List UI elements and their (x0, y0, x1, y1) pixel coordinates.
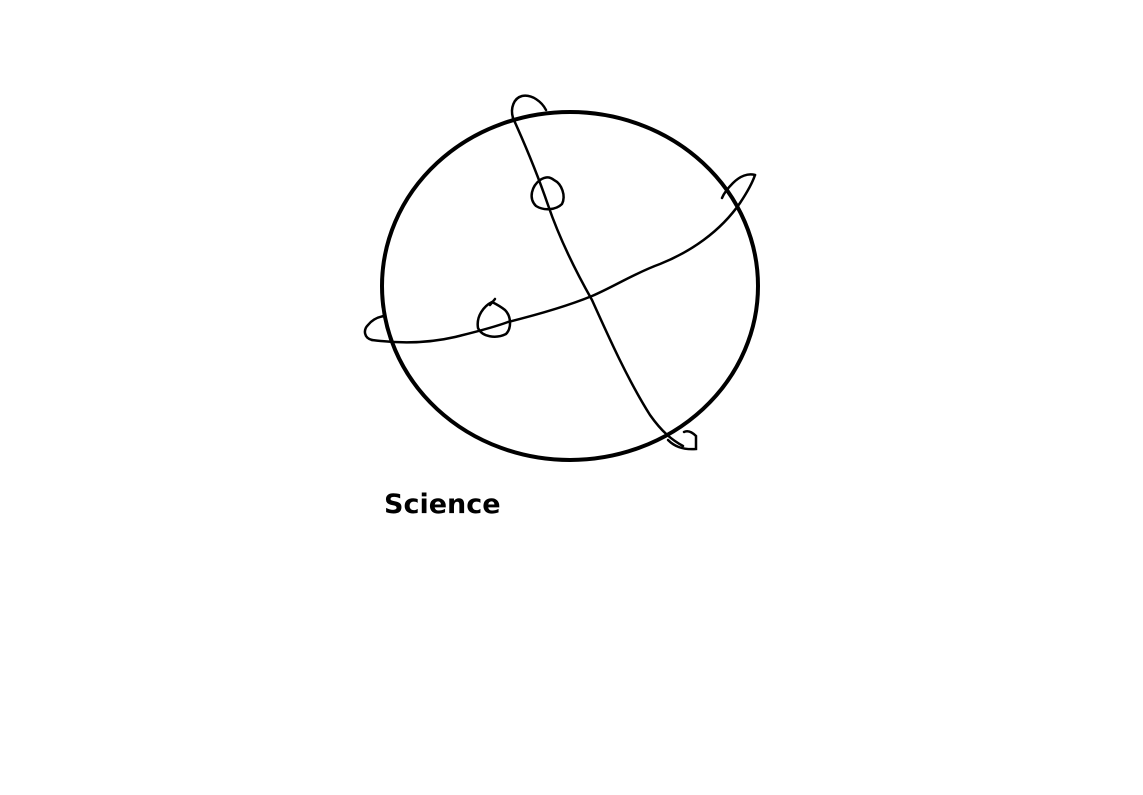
orbit-end-top (510, 94, 548, 120)
diagram-caption: Science (384, 489, 501, 520)
orbit-end-right (720, 173, 757, 200)
orbit-end-left (363, 314, 386, 342)
satellite-blob-lower-tip (488, 297, 497, 307)
globe-circle (380, 110, 760, 462)
orbit-line-horizontal (370, 173, 757, 344)
orbit-end-bottom (666, 429, 698, 451)
satellite-blob-lower (476, 300, 512, 338)
satellite-blob-upper (530, 176, 565, 211)
orbit-line-vertical (511, 116, 685, 448)
